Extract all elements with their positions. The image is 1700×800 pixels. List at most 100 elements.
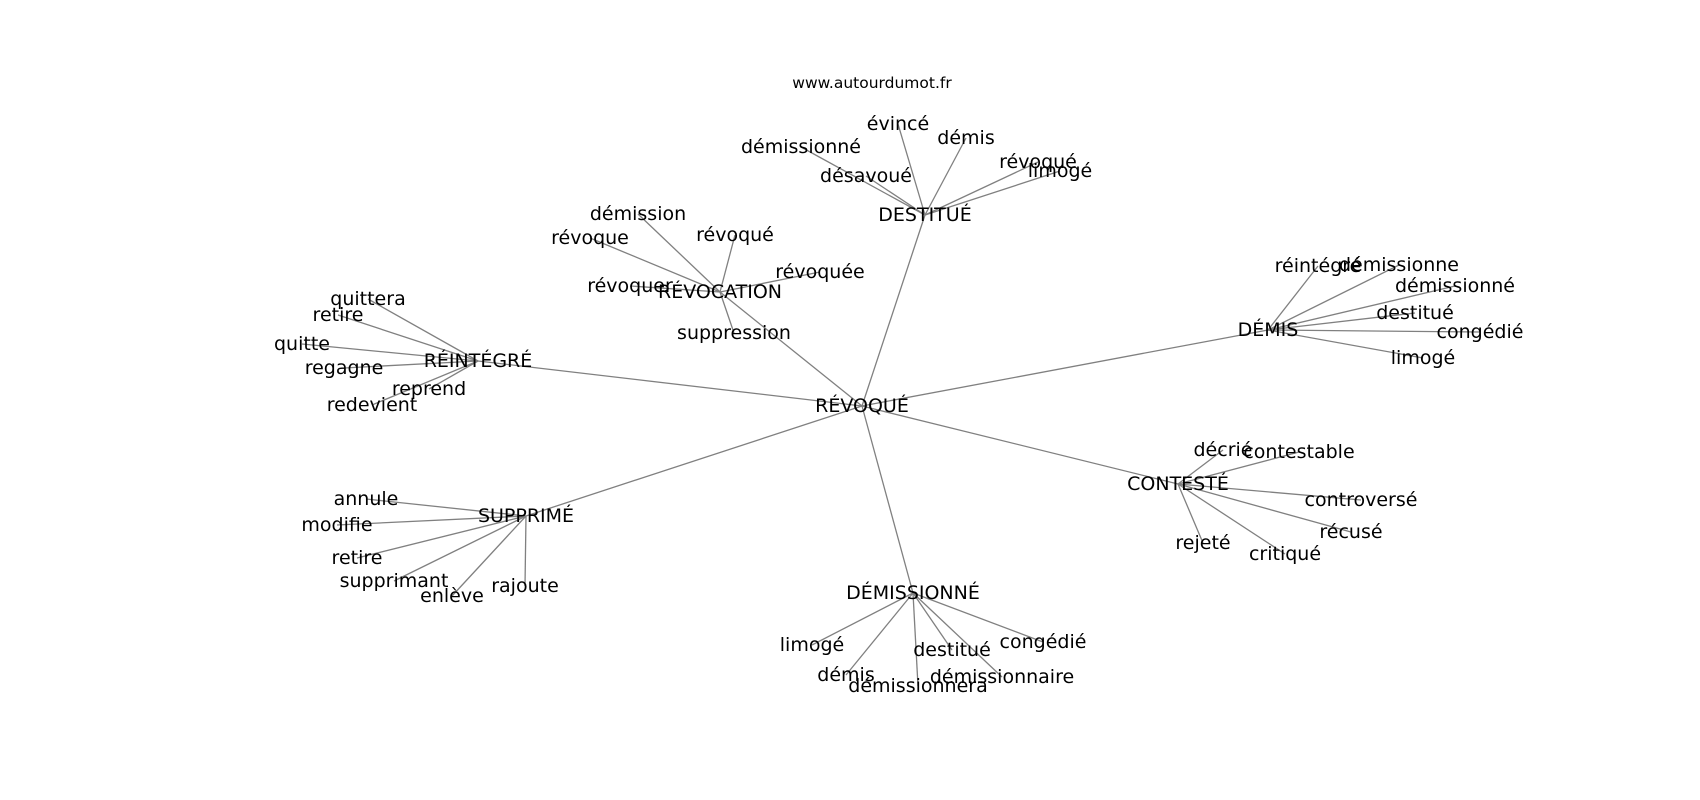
leaf-node: décrié xyxy=(1194,439,1253,461)
leaf-node: controversé xyxy=(1305,489,1418,511)
source-watermark: www.autourdumot.fr xyxy=(792,74,952,92)
leaf-node: limogé xyxy=(780,634,844,656)
leaf-edge xyxy=(371,360,479,406)
leaf-node: annule xyxy=(334,488,399,510)
leaf-edge xyxy=(343,360,479,369)
leaf-node: retire xyxy=(332,547,383,569)
branch-node: RÉVOCATION xyxy=(658,280,782,303)
leaf-node: révoquer xyxy=(587,275,673,297)
leaf-edge xyxy=(800,146,926,216)
leaf-node: rajoute xyxy=(491,575,559,597)
leaf-edge xyxy=(1177,483,1352,533)
leaf-edge xyxy=(912,592,919,687)
leaf-edge xyxy=(897,123,926,216)
leaf-node: suppression xyxy=(677,322,791,344)
leaf-edge xyxy=(1177,483,1204,544)
leaf-edge xyxy=(637,213,721,293)
leaf-edge xyxy=(1177,483,1286,555)
branch-node: DESTITUÉ xyxy=(878,203,971,226)
leaf-edge xyxy=(301,343,479,362)
leaf-edge xyxy=(912,592,1003,678)
leaf-edge xyxy=(924,170,1061,216)
leaf-node: démissionnera xyxy=(848,675,987,697)
leaf-node: démissionné xyxy=(741,136,861,158)
leaf-edge xyxy=(719,234,736,293)
leaf-edge xyxy=(924,137,967,216)
leaf-edge xyxy=(811,592,914,646)
leaf-edge xyxy=(589,237,721,293)
leaf-node: révoquée xyxy=(775,261,864,283)
leaf-node: modifie xyxy=(301,514,372,536)
leaf-edge xyxy=(719,291,735,334)
leaf-edge xyxy=(629,285,721,293)
leaf-node: congédié xyxy=(1000,631,1087,653)
graph-edges xyxy=(301,123,1481,687)
leaf-node: limogé xyxy=(1028,160,1092,182)
graph-labels: www.autourdumot.fr RÉVOQUÉDESTITUÉdémiss… xyxy=(274,74,1523,697)
leaf-node: reprend xyxy=(392,378,466,400)
leaf-node: quitte xyxy=(274,333,330,355)
leaf-edge xyxy=(865,175,926,216)
leaf-node: regagne xyxy=(305,357,384,379)
leaf-node: révoque xyxy=(551,227,629,249)
leaf-node: démis xyxy=(937,127,994,149)
leaf-node: quittera xyxy=(330,288,405,310)
leaf-node: enlève xyxy=(420,585,484,607)
leaf-edge xyxy=(1177,449,1224,485)
leaf-node: révoqué xyxy=(999,151,1077,173)
leaf-edge xyxy=(336,515,527,526)
leaf-node: démission xyxy=(590,203,686,225)
leaf-node: démissionnaire xyxy=(930,666,1074,688)
leaf-node: supprimant xyxy=(340,570,449,592)
center-edge xyxy=(719,291,863,407)
leaf-node: évincé xyxy=(867,113,929,135)
leaf-edge xyxy=(924,161,1039,216)
leaf-edge xyxy=(912,592,953,651)
leaf-node: désavoué xyxy=(820,165,912,187)
leaf-node: congédié xyxy=(1437,321,1524,343)
leaf-edge xyxy=(428,360,479,390)
branch-node: DÉMISSIONNÉ xyxy=(846,581,980,604)
leaf-edge xyxy=(524,515,527,587)
leaf-edge xyxy=(451,515,527,597)
leaf-node: destitué xyxy=(913,639,991,661)
leaf-node: rejeté xyxy=(1175,532,1230,554)
leaf-node: retire xyxy=(313,304,364,326)
leaf-edge xyxy=(367,298,479,362)
center-edge xyxy=(477,360,863,407)
leaf-node: limogé xyxy=(1391,347,1455,369)
leaf-node: récusé xyxy=(1319,521,1382,543)
branch-node: CONTESTÉ xyxy=(1127,472,1229,495)
leaf-edge xyxy=(337,314,479,362)
leaf-node: contestable xyxy=(1243,441,1354,463)
leaf-edge xyxy=(365,498,527,517)
leaf-edge xyxy=(1177,483,1362,501)
center-edge xyxy=(861,329,1269,407)
leaf-node: destitué xyxy=(1376,302,1454,324)
leaf-edge xyxy=(912,592,1044,643)
leaf-edge xyxy=(1267,264,1400,331)
leaf-node: révoqué xyxy=(696,224,774,246)
leaf-node: démissionne xyxy=(1339,254,1459,276)
leaf-edge xyxy=(356,515,527,559)
branch-node: RÉINTÉGRÉ xyxy=(424,349,533,372)
leaf-edge xyxy=(1267,329,1424,359)
center-edge xyxy=(861,405,1179,485)
leaf-node: redevient xyxy=(327,394,418,416)
leaf-edge xyxy=(1267,265,1319,331)
leaf-node: critiqué xyxy=(1249,543,1321,565)
leaf-edge xyxy=(1267,285,1456,331)
center-edge xyxy=(861,214,926,407)
leaf-node: réintégré xyxy=(1275,255,1362,277)
leaf-node: démissionné xyxy=(1395,275,1515,297)
center-node: RÉVOQUÉ xyxy=(815,394,909,417)
leaf-edge xyxy=(1177,451,1300,485)
leaf-edge xyxy=(1267,312,1416,331)
leaf-node: démis xyxy=(817,664,874,686)
leaf-edge xyxy=(845,592,914,676)
branch-node: DÉMIS xyxy=(1238,318,1299,341)
center-edge xyxy=(861,405,914,594)
center-edge xyxy=(525,405,863,517)
branch-node: SUPPRIMÉ xyxy=(478,504,574,527)
